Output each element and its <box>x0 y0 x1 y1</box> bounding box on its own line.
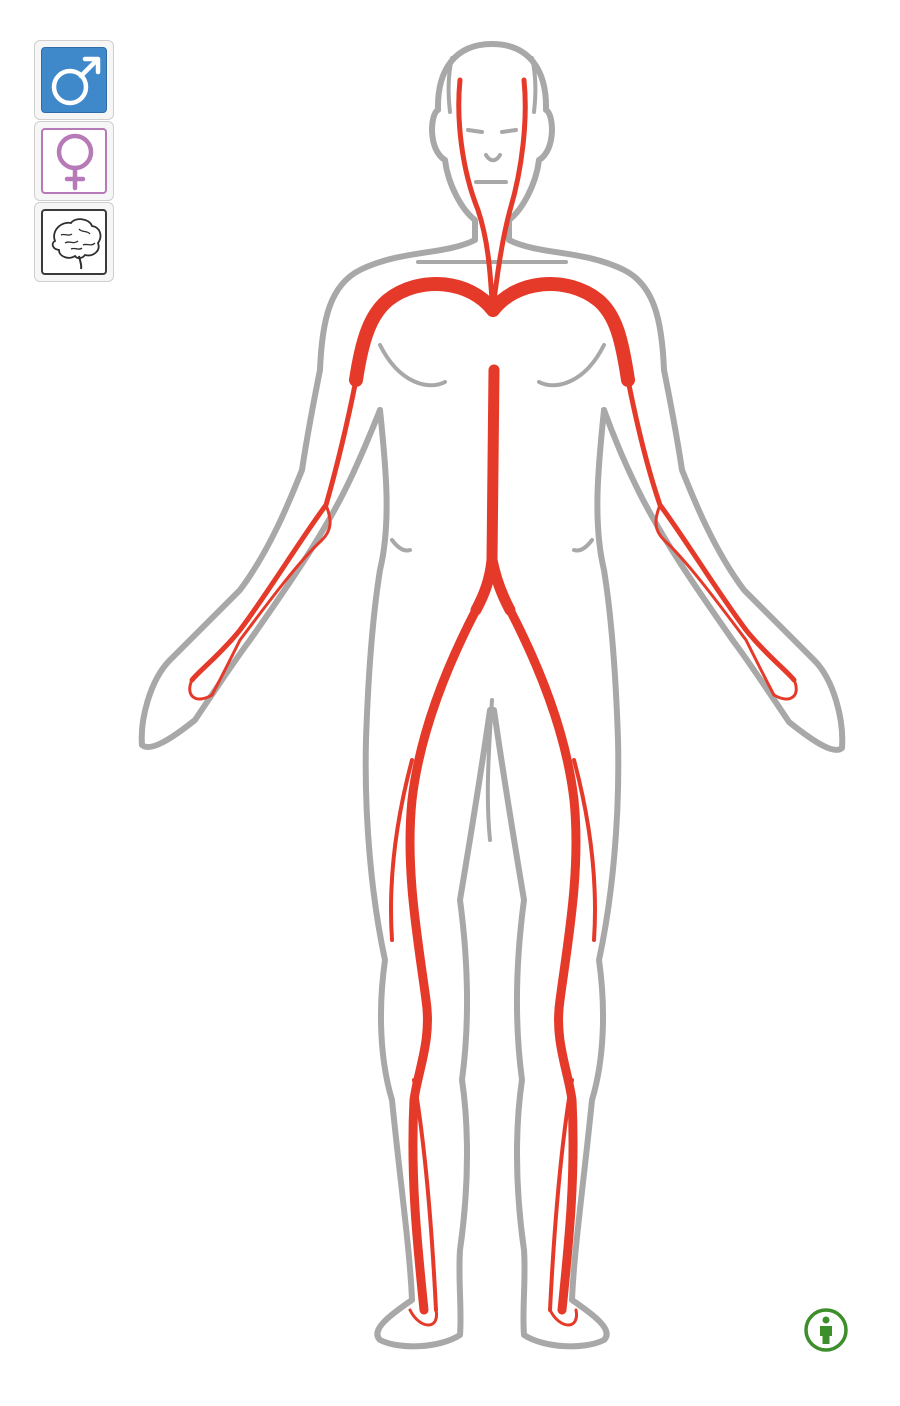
body-outline <box>138 41 846 1350</box>
male-view-button[interactable] <box>34 40 114 120</box>
female-symbol-icon <box>56 133 94 191</box>
body-inner-lines <box>378 56 606 842</box>
arteries <box>188 77 798 1327</box>
person-info-icon[interactable] <box>803 1307 849 1353</box>
view-toolbar <box>34 40 116 283</box>
female-view-button[interactable] <box>34 121 114 201</box>
male-symbol-icon <box>51 56 101 106</box>
brain-icon <box>51 218 102 270</box>
brain-view-button[interactable] <box>34 202 114 282</box>
